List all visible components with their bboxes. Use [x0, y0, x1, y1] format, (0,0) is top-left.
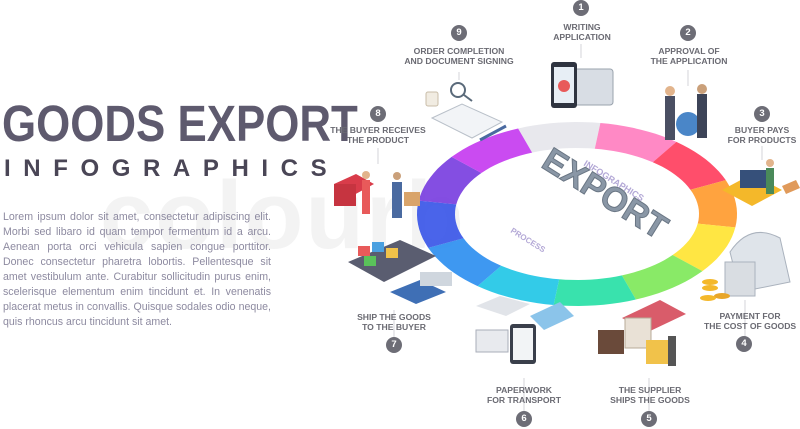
application-tablet-icon: [551, 62, 614, 108]
ring-segment: [594, 123, 677, 163]
step-2-number: 2: [680, 25, 696, 41]
page-title: GOODS EXPORT: [2, 95, 358, 152]
cargo-ship-icon: [348, 240, 452, 304]
connector-lines: [377, 44, 763, 412]
ring-segment: [621, 255, 703, 300]
step-5-number: 5: [641, 411, 657, 427]
delivery-truck-icon: [334, 171, 420, 218]
ring-segment: [690, 180, 737, 228]
step-7-number: 7: [386, 337, 402, 353]
ring-segment: [553, 275, 636, 306]
step-9-number: 9: [451, 25, 467, 41]
ring-segment: [428, 238, 502, 287]
ring-segment: [672, 223, 736, 272]
page-subtitle: INFOGRAPHICS: [4, 155, 340, 182]
payment-terminal-icon: [722, 159, 800, 206]
ring-segment: [518, 122, 601, 153]
ring-segment: [418, 156, 482, 205]
ring-segment: [417, 200, 464, 248]
step-6-number: 6: [516, 411, 532, 427]
process-ring: [417, 122, 737, 306]
ring-segment: [652, 141, 726, 190]
step-1-number: 1: [573, 0, 589, 16]
step-8-number: 8: [370, 106, 386, 122]
forklift-warehouse-icon: [598, 300, 686, 366]
step-4-number: 4: [736, 336, 752, 352]
body-text: Lorem ipsum dolor sit amet, consectetur …: [3, 211, 271, 328]
warehouse-coins-icon: [700, 231, 791, 301]
ring-segment: [477, 265, 560, 305]
transport-documents-icon: [475, 296, 574, 364]
document-signing-icon: [425, 82, 507, 142]
handshake-icon: [665, 84, 707, 140]
ring-segment: [451, 128, 533, 173]
step-3-number: 3: [754, 106, 770, 122]
